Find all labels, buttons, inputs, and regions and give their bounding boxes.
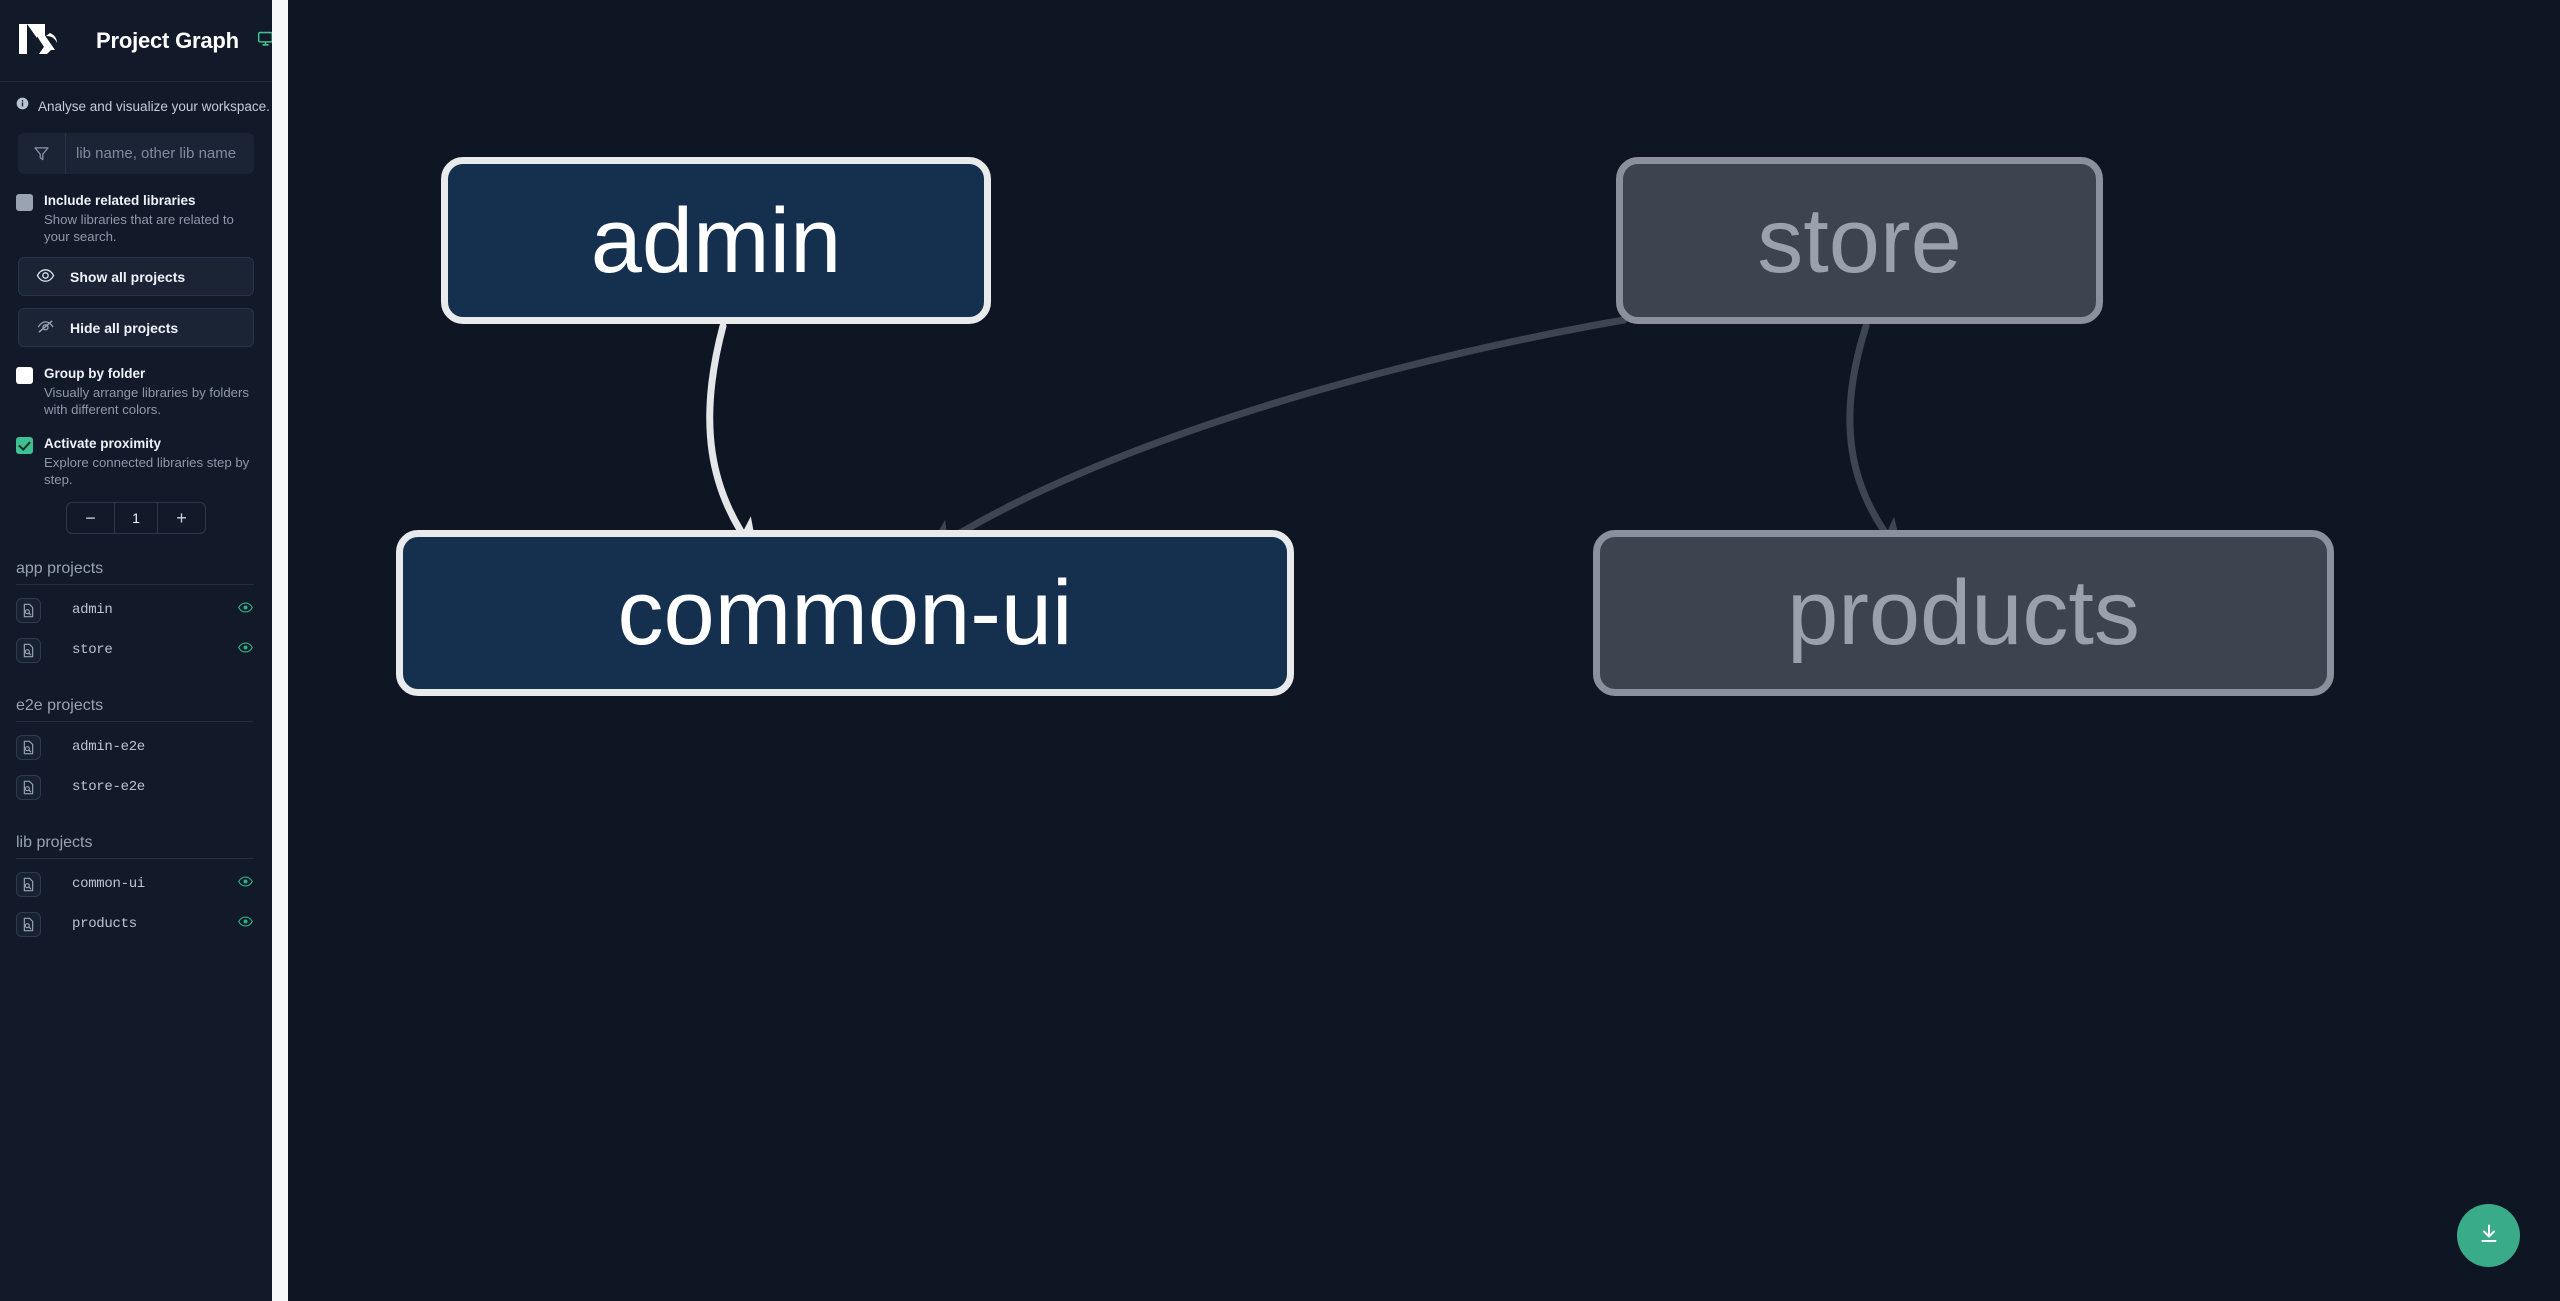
search-box[interactable] [18,133,254,174]
graph-edges [706,316,1904,557]
sidebar-resize-handle[interactable] [272,0,288,1301]
show-all-projects-button[interactable]: Show all projects [18,257,254,296]
filter-funnel-icon[interactable] [18,133,66,174]
group-by-folder-description: Visually arrange libraries by folders wi… [44,385,249,417]
eye-icon [36,266,55,288]
monitor-icon[interactable] [257,30,272,52]
search-section [0,124,272,174]
project-group-title: app projects [16,560,104,577]
hide-all-projects-button[interactable]: Hide all projects [18,308,254,347]
download-image-button[interactable] [2457,1204,2520,1267]
download-icon [2476,1221,2502,1250]
nx-logo-icon [17,20,67,62]
info-circle-icon [16,97,29,115]
project-list-item[interactable]: products [0,904,272,944]
proximity-value: 1 [114,503,158,533]
option-include-related-libraries[interactable]: Include related libraries Show libraries… [0,174,272,245]
group-spacer [0,807,272,834]
sidebar-header: Project Graph [0,0,272,82]
graph-node-store[interactable]: store [1616,157,2103,324]
search-input[interactable] [66,133,254,174]
option-group-by-folder[interactable]: Group by folder Visually arrange librari… [0,347,272,418]
project-visibility-eye-icon[interactable] [237,873,254,895]
project-file-icon [16,597,41,623]
project-list-item[interactable]: store-e2e [0,767,272,807]
graph-node-common-ui[interactable]: common-ui [396,530,1294,696]
group-by-folder-label: Group by folder [44,366,146,381]
project-list-item-label: common-ui [72,876,145,892]
project-list-item-label: store [72,642,113,658]
group-spacer [0,670,272,697]
proximity-stepper-wrap: − 1 + [0,488,272,534]
project-visibility-eye-icon[interactable] [237,639,254,661]
show-all-wrap: Show all projects [0,245,272,296]
graph-node-admin[interactable]: admin [441,157,991,324]
divider [16,858,254,859]
option-activate-proximity[interactable]: Activate proximity Explore connected lib… [0,418,272,488]
include-related-checkbox[interactable] [16,194,33,211]
project-list-item[interactable]: admin [0,590,272,630]
show-all-projects-label: Show all projects [70,268,186,285]
project-groups-list[interactable]: app projects admin store e2e projects ad… [0,534,272,1301]
divider [16,584,254,585]
include-related-label: Include related libraries [44,193,196,208]
graph-node-label: admin [590,189,842,292]
project-list-item[interactable]: admin-e2e [0,727,272,767]
edge-admin-to-common-ui [706,322,759,557]
project-visibility-eye-icon[interactable] [237,599,254,621]
page-title: Project Graph [96,27,239,53]
graph-node-label: common-ui [617,562,1073,664]
project-file-icon [16,871,41,897]
graph-node-label: store [1757,189,1962,292]
graph-node-products[interactable]: products [1593,530,2334,696]
project-list-item-label: admin [72,602,113,618]
project-file-icon [16,637,41,663]
project-file-icon [16,734,41,760]
project-file-icon [16,774,41,800]
divider [16,721,254,722]
include-related-description: Show libraries that are related to your … [44,212,234,244]
graph-node-label: products [1787,562,2140,664]
hide-all-wrap: Hide all projects [0,296,272,347]
project-group-title: e2e projects [16,697,104,714]
eye-off-icon [36,317,55,339]
project-group-title: lib projects [16,834,93,851]
activate-proximity-label: Activate proximity [44,436,162,451]
group-by-folder-checkbox[interactable] [16,367,33,384]
project-list-item-label: store-e2e [72,779,145,795]
graph-canvas[interactable]: admin store common-ui products [288,0,2560,1301]
project-list-item-label: products [72,916,137,932]
proximity-stepper[interactable]: − 1 + [66,502,206,534]
project-list-item[interactable]: store [0,630,272,670]
edge-store-to-common-ui [924,316,1628,556]
proximity-decrement-button[interactable]: − [67,503,114,533]
activate-proximity-description: Explore connected libraries step by step… [44,455,250,487]
proximity-increment-button[interactable]: + [158,503,205,533]
project-list-item[interactable]: common-ui [0,864,272,904]
project-list-item-label: admin-e2e [72,739,145,755]
edge-store-to-products [1846,322,1904,557]
project-file-icon [16,911,41,937]
activate-proximity-checkbox[interactable] [16,437,33,454]
hide-all-projects-label: Hide all projects [70,319,179,336]
tagline: Analyse and visualize your workspace. [0,82,272,124]
project-visibility-eye-icon[interactable] [237,913,254,935]
sidebar: Project Graph Analyse and visualize your… [0,0,272,1301]
tagline-text: Analyse and visualize your workspace. [38,98,270,114]
